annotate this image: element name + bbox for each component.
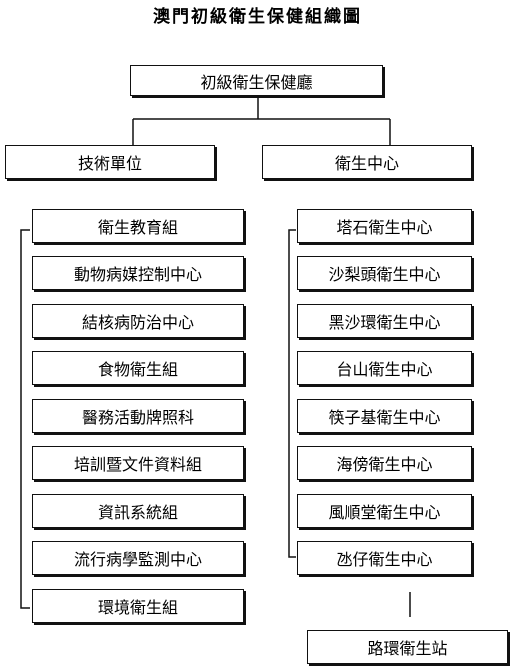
right-item-label: 氹仔衛生中心 xyxy=(336,550,433,569)
right-header-box: 衛生中心 xyxy=(262,145,472,179)
left-item: 動物病媒控制中心 xyxy=(32,256,244,290)
left-item: 流行病學監測中心 xyxy=(32,541,244,575)
right-item: 筷子基衛生中心 xyxy=(297,399,472,433)
left-item: 培訓暨文件資料組 xyxy=(32,446,244,480)
root-box: 初級衛生保健廳 xyxy=(130,65,383,96)
station-label: 路環衛生站 xyxy=(367,639,448,658)
left-item: 衛生教育組 xyxy=(32,209,244,243)
left-item-label: 動物病媒控制中心 xyxy=(73,265,202,284)
right-header-label: 衛生中心 xyxy=(334,154,399,173)
left-header-label: 技術單位 xyxy=(77,154,142,173)
left-item: 結核病防治中心 xyxy=(32,304,244,338)
right-item: 海傍衛生中心 xyxy=(297,446,472,480)
left-header-box: 技術單位 xyxy=(5,145,215,179)
right-item: 黑沙環衛生中心 xyxy=(297,304,472,338)
right-item-label: 塔石衛生中心 xyxy=(336,218,433,237)
left-bracket xyxy=(20,229,30,609)
chart-title: 澳門初級衛生保健組織圖 xyxy=(153,7,362,27)
left-item: 食物衛生組 xyxy=(32,351,244,385)
left-item: 資訊系統組 xyxy=(32,494,244,528)
right-item: 塔石衛生中心 xyxy=(297,209,472,243)
right-item: 氹仔衛生中心 xyxy=(297,541,472,575)
left-item-label: 環境衛生組 xyxy=(97,598,178,617)
right-item-label: 風順堂衛生中心 xyxy=(328,503,441,522)
left-item-label: 資訊系統組 xyxy=(97,503,178,522)
right-item: 台山衛生中心 xyxy=(297,351,472,385)
left-item-label: 醫務活動牌照科 xyxy=(81,408,194,427)
right-item-label: 筷子基衛生中心 xyxy=(328,408,441,427)
left-item-label: 食物衛生組 xyxy=(97,360,178,379)
left-item-label: 衛生教育組 xyxy=(97,218,178,237)
right-item-label: 海傍衛生中心 xyxy=(336,455,433,474)
right-item: 風順堂衛生中心 xyxy=(297,494,472,528)
right-item-label: 沙梨頭衛生中心 xyxy=(328,265,441,284)
left-item-label: 流行病學監測中心 xyxy=(73,550,202,569)
right-item: 沙梨頭衛生中心 xyxy=(297,256,472,290)
left-item: 環境衛生組 xyxy=(32,589,244,623)
left-item-label: 結核病防治中心 xyxy=(81,313,194,332)
right-item-label: 黑沙環衛生中心 xyxy=(328,313,441,332)
left-item-label: 培訓暨文件資料組 xyxy=(73,455,202,474)
right-item-label: 台山衛生中心 xyxy=(336,360,433,379)
root-label: 初級衛生保健廳 xyxy=(200,72,313,92)
station-box: 路環衛生站 xyxy=(307,630,508,664)
left-item: 醫務活動牌照科 xyxy=(32,399,244,433)
right-bracket xyxy=(288,229,296,558)
